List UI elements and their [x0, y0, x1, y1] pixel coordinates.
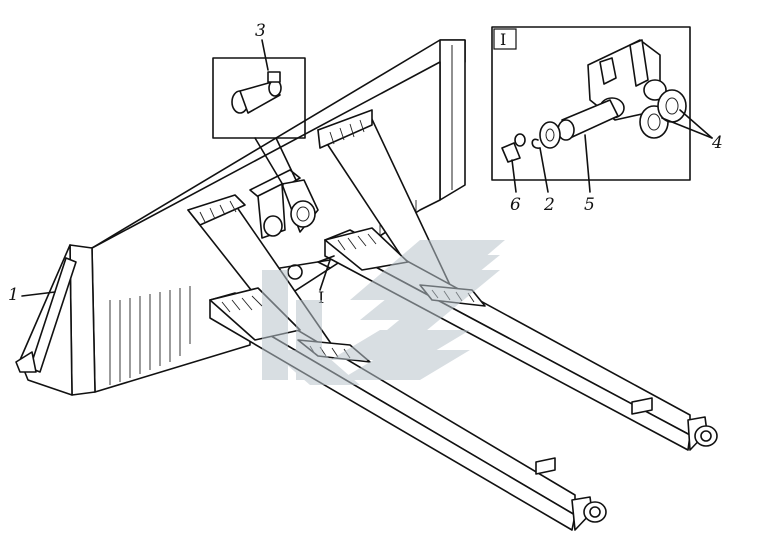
part-1-leader [21, 291, 56, 297]
section-marker-label: I [318, 288, 324, 307]
callout-part-1: 1 [8, 285, 19, 305]
callout-part-6: 6 [510, 195, 521, 215]
detail-view-label: I [500, 30, 506, 49]
callout-part-3: 3 [255, 21, 266, 41]
callout-part-5: 5 [584, 195, 595, 215]
chevron-stripes-logo-icon [262, 240, 505, 385]
detail-label-box [493, 28, 517, 50]
callout-part-2: 2 [543, 195, 555, 215]
pin-inset [212, 39, 306, 186]
detail-view-I [491, 26, 713, 193]
callout-part-4: 4 [711, 133, 723, 153]
central-hinge-bracket [249, 169, 335, 291]
